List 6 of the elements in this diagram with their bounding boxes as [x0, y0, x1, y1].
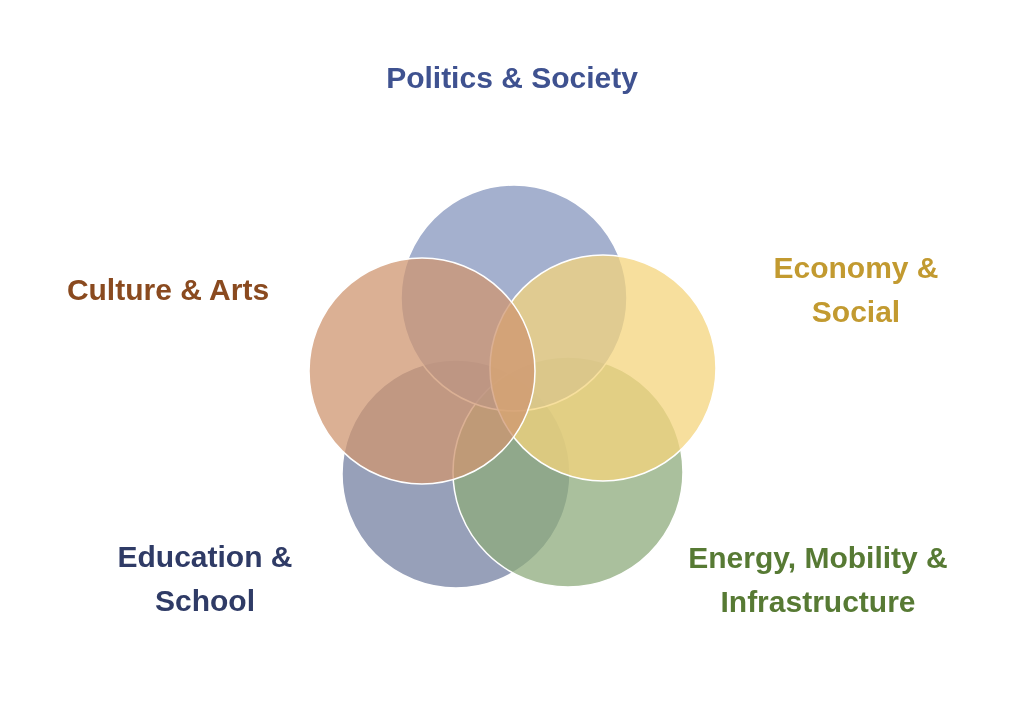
circle-label: Economy & Social: [772, 250, 940, 330]
venn-circle: [308, 257, 536, 485]
circle-label: Politics & Society: [385, 60, 639, 96]
circle-label: Culture & Arts: [65, 272, 271, 308]
circle-label: Education & School: [116, 539, 294, 619]
circle-label: Energy, Mobility & Infrastructure: [687, 540, 949, 620]
